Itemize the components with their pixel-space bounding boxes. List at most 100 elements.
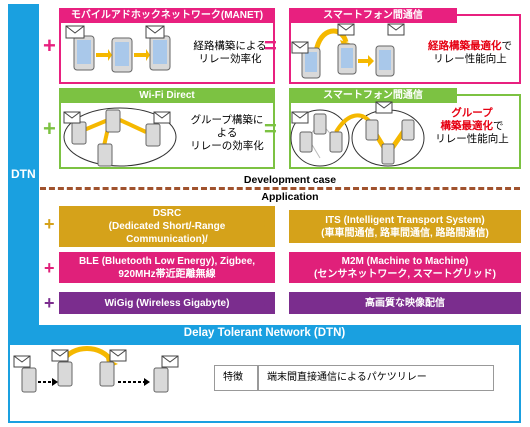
phone-icon bbox=[299, 131, 313, 153]
arrow-head bbox=[144, 378, 150, 386]
development-case-label: Development case bbox=[243, 174, 337, 186]
phone-icon bbox=[71, 121, 87, 145]
dtn-title: Delay Tolerant Network (DTN) bbox=[183, 327, 346, 339]
smartphone-top-illustration bbox=[291, 23, 405, 79]
relay-curve bbox=[313, 28, 349, 53]
phone-icon bbox=[105, 109, 121, 133]
smartphone-mid-illustration bbox=[290, 101, 425, 167]
relay-curve bbox=[59, 346, 115, 364]
envelope-flap bbox=[161, 355, 179, 363]
envelope-flap bbox=[63, 111, 81, 119]
dsrc-plus-sign: + bbox=[44, 214, 55, 234]
envelope-flap bbox=[375, 101, 393, 109]
phone-screen bbox=[153, 40, 167, 64]
phone-icon bbox=[329, 131, 343, 153]
m2m-line1: M2M (Machine to Machine) bbox=[341, 255, 469, 267]
phone-icon bbox=[99, 361, 115, 387]
phone-icon bbox=[313, 113, 327, 135]
wifi-direct-box bbox=[59, 94, 275, 169]
arrow-right-icon bbox=[134, 49, 150, 61]
group-ellipse bbox=[290, 109, 350, 167]
dsrc-equals-sign: = bbox=[264, 214, 275, 234]
phone-icon bbox=[365, 119, 379, 141]
smartphone-mid-desc-red1: グループ bbox=[451, 107, 493, 119]
dtn-rail bbox=[8, 4, 39, 334]
envelope-flap bbox=[291, 41, 309, 49]
phone-icon bbox=[401, 119, 415, 141]
arrow-right-icon bbox=[96, 49, 112, 61]
smartphone-mid-title: スマートフォン間通信 bbox=[289, 88, 457, 103]
group-ellipse bbox=[63, 107, 177, 167]
smartphone-top-desc: 経路構築最適化で リレー性能向上 bbox=[421, 40, 519, 66]
dtn-title-bar bbox=[8, 325, 521, 343]
phone-icon bbox=[57, 361, 73, 387]
dsrc-line2: (Dedicated Short/-Range bbox=[108, 221, 226, 232]
ble-line2: 920MHz帯近距離無線 bbox=[118, 268, 216, 280]
link-line bbox=[119, 118, 147, 134]
arrow-right-icon bbox=[358, 55, 374, 67]
video-bar: 高画質な映像配信 bbox=[289, 292, 521, 314]
development-divider bbox=[40, 187, 520, 190]
smartphone-mid-desc: グループ 構築最適化で リレー性能向上 bbox=[425, 107, 519, 146]
video-line1: 高画質な映像配信 bbox=[365, 297, 445, 309]
wifi-direct-desc: グループ構築に よる リレーの効率化 bbox=[180, 114, 274, 153]
wifi-plus-sign: + bbox=[43, 116, 56, 141]
phone-screen bbox=[115, 42, 129, 66]
manet-desc-line1: 経路構築による bbox=[193, 40, 267, 52]
manet-equals-sign: = bbox=[264, 33, 277, 58]
dsrc-line3: Communication)/ bbox=[126, 234, 208, 245]
manet-plus-sign: + bbox=[43, 33, 56, 58]
dsrc-bar: DSRC (Dedicated Short/-Range Communicati… bbox=[59, 206, 275, 247]
envelope-flap bbox=[109, 349, 127, 357]
wigig-line1: WiGig (Wireless Gigabyte) bbox=[104, 297, 230, 309]
ble-equals-sign: = bbox=[264, 258, 275, 278]
m2m-bar: M2M (Machine to Machine) (センサネットワーク, スマー… bbox=[289, 252, 521, 283]
manet-desc-line2: リレー効率化 bbox=[198, 53, 262, 65]
envelope-flap bbox=[153, 111, 171, 119]
phone-icon bbox=[145, 123, 161, 147]
envelope-flap bbox=[51, 349, 69, 357]
dsrc-line1: DSRC bbox=[152, 208, 182, 219]
envelope-flap bbox=[387, 23, 405, 31]
smartphone-mid-desc-line2: 構築最適化で bbox=[425, 120, 519, 133]
relay-curve bbox=[334, 113, 372, 134]
link-line bbox=[83, 118, 109, 132]
smartphone-top-box bbox=[289, 14, 521, 84]
phone-icon bbox=[381, 143, 395, 165]
dtn-illustration bbox=[13, 346, 179, 393]
phone-icon bbox=[97, 143, 113, 167]
ble-plus-sign: + bbox=[44, 258, 55, 278]
wifi-direct-illustration bbox=[63, 107, 177, 167]
smartphone-mid-desc-line3: リレー性能向上 bbox=[435, 133, 509, 145]
wifi-direct-desc-line3: リレーの効率化 bbox=[190, 140, 264, 152]
dtn-feature-label: 特徴 bbox=[214, 365, 258, 391]
arrow-head bbox=[52, 378, 58, 386]
envelope-flap bbox=[337, 23, 355, 31]
its-line1: ITS (Intelligent Transport System) bbox=[325, 214, 485, 226]
phone-icon bbox=[21, 367, 37, 393]
envelope-flap bbox=[291, 111, 309, 119]
envelope-flap bbox=[145, 25, 165, 34]
smartphone-top-desc-suffix: で bbox=[501, 40, 513, 52]
wigig-bar: WiGig (Wireless Gigabyte) bbox=[59, 292, 275, 314]
application-label: Application bbox=[261, 191, 319, 203]
wifi-direct-desc-line1: グループ構築に bbox=[190, 114, 264, 126]
phone-screen bbox=[77, 40, 91, 64]
wifi-equals-sign: = bbox=[264, 116, 277, 141]
wigig-equals-sign: = bbox=[264, 293, 275, 313]
m2m-line2: (センサネットワーク, スマートグリッド) bbox=[314, 268, 496, 280]
smartphone-mid-desc-red2: 構築最適化 bbox=[440, 120, 494, 132]
smartphone-top-desc-line2: リレー性能向上 bbox=[433, 53, 507, 65]
smartphone-top-desc-line1: 経路構築最適化で bbox=[421, 40, 519, 53]
its-line2: (車車間通信, 路車間通信, 路路間通信) bbox=[321, 227, 489, 239]
phone-screen bbox=[305, 52, 317, 72]
ble-bar: BLE (Bluetooth Low Energy), Zigbee, 920M… bbox=[59, 252, 275, 283]
phone-icon bbox=[153, 367, 169, 393]
ble-line1: BLE (Bluetooth Low Energy), Zigbee, bbox=[78, 255, 256, 267]
smartphone-top-title: スマートフォン間通信 bbox=[289, 8, 457, 23]
phone-screen bbox=[341, 48, 353, 68]
wifi-direct-title: Wi-Fi Direct bbox=[59, 88, 275, 103]
phone-screen bbox=[379, 50, 391, 70]
envelope-flap bbox=[13, 355, 31, 363]
